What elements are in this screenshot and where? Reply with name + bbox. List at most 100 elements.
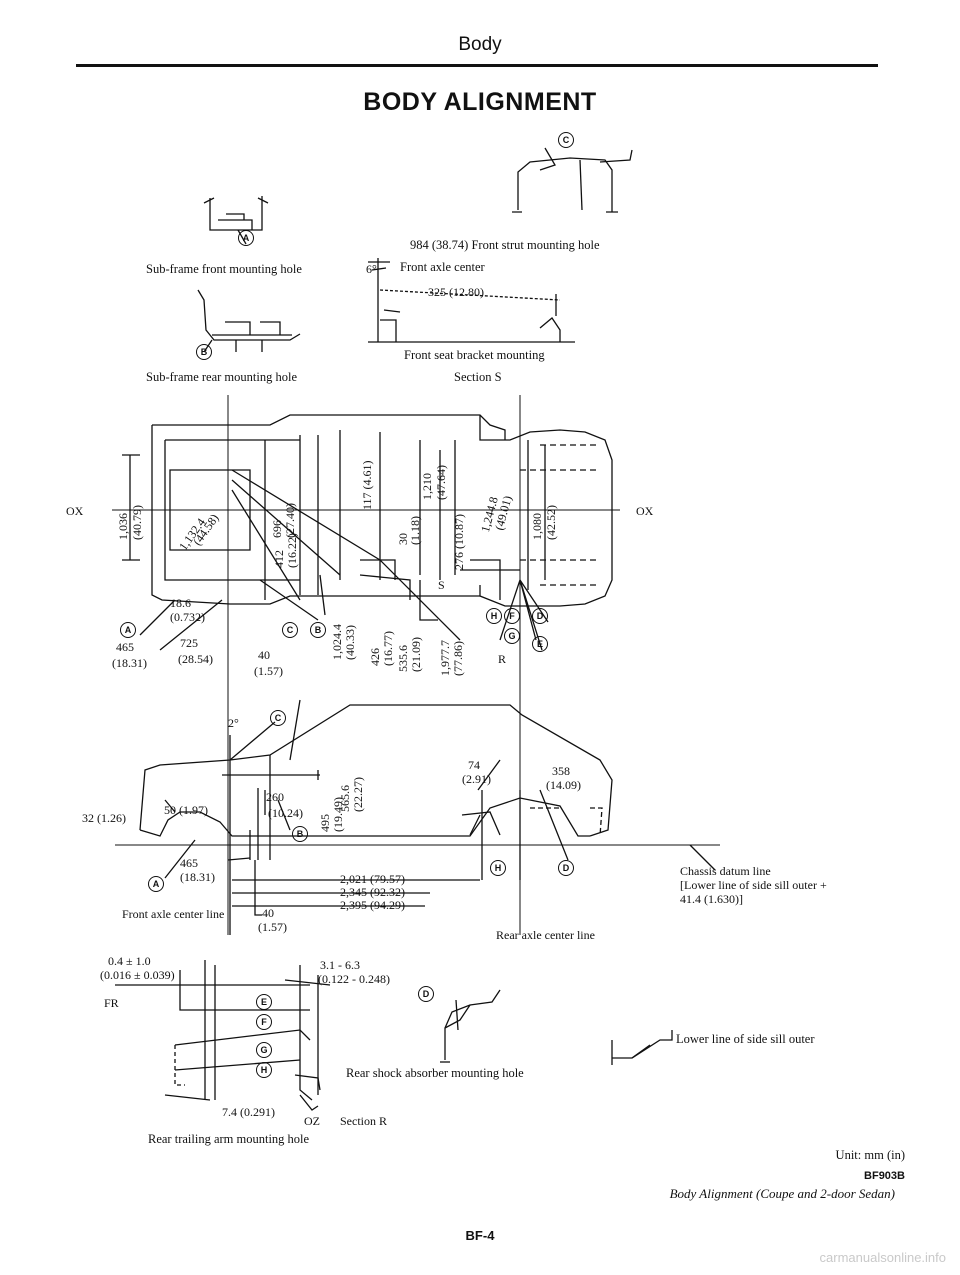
dim-32: 32 (1.26) xyxy=(82,811,126,825)
subframe-front-detail xyxy=(204,196,268,244)
rear-marker-h-icon: H xyxy=(256,1062,272,1078)
dim-18-6-in: (0.732) xyxy=(170,610,205,624)
trailing-dim-right: 3.1 - 6.3 xyxy=(320,958,360,972)
trailing-dim-right-in: (0.122 - 0.248) xyxy=(318,972,390,986)
side-view xyxy=(115,700,720,935)
header-rule xyxy=(76,64,878,67)
side-dim-40: 40 xyxy=(262,906,274,920)
page-number: BF-4 xyxy=(465,1228,495,1243)
section-header: Body xyxy=(458,34,502,55)
marker-c-icon: C xyxy=(558,132,574,148)
chassis-datum-label: Chassis datum line xyxy=(680,864,771,878)
dim-725: 725 xyxy=(180,636,198,650)
plan-marker-h-icon: H xyxy=(486,608,502,624)
watermark: carmanualsonline.info xyxy=(819,1250,946,1265)
trailing-dim-top-in: (0.016 ± 0.039) xyxy=(100,968,175,982)
side-dim-40-in: (1.57) xyxy=(258,920,287,934)
shock-caption: Rear shock absorber mounting hole xyxy=(346,1066,524,1080)
sill-caption: Lower line of side sill outer xyxy=(676,1032,815,1046)
dim-117: 117 (4.61) xyxy=(360,460,374,510)
dim-40-in: (1.57) xyxy=(254,664,283,678)
trailing-dim-bottom: 7.4 (0.291) xyxy=(222,1105,275,1119)
dim-50: 50 (1.97) xyxy=(164,803,208,817)
rear-shock-detail xyxy=(440,990,500,1062)
dim-260: 260 xyxy=(266,790,284,804)
page-title: BODY ALIGNMENT xyxy=(363,88,597,116)
plan-marker-b-icon: B xyxy=(310,622,326,638)
subframe-rear-caption: Sub-frame rear mounting hole xyxy=(146,370,297,384)
dim-1024-in: (40.33) xyxy=(343,625,357,660)
front-axle-angle: 6° xyxy=(366,262,377,276)
figure-code: BF903B xyxy=(864,1170,905,1182)
front-axle-dim: 325 (12.80) xyxy=(428,285,484,299)
front-axle-label: Front axle center xyxy=(400,260,485,274)
dim-1036: 1,036 xyxy=(116,513,130,540)
rear-marker-e-icon: E xyxy=(256,994,272,1010)
dim-358: 358 xyxy=(552,764,570,778)
shock-marker-d-icon: D xyxy=(418,986,434,1002)
chassis-datum-note: [Lower line of side sill outer + 41.4 (1… xyxy=(680,878,827,906)
dim-276: 276 (10.87) xyxy=(452,514,466,570)
dim-18-6: 18.6 xyxy=(170,596,191,610)
rear-marker-f-icon: F xyxy=(256,1014,272,1030)
side-marker-h-icon: H xyxy=(490,860,506,876)
side-marker-c-icon: C xyxy=(270,710,286,726)
plan-marker-g-icon: G xyxy=(504,628,520,644)
plan-marker-f-icon: F xyxy=(504,608,520,624)
rear-axle-line-label: Rear axle center line xyxy=(496,928,595,942)
front-seat-caption: Front seat bracket mounting xyxy=(404,348,545,362)
dim-1210-in: (47.64) xyxy=(434,465,448,500)
rear-trailing-detail xyxy=(115,960,330,1110)
side-dim-465: 465 xyxy=(180,856,198,870)
side-dim-465-in: (18.31) xyxy=(180,870,215,884)
trailing-dim-top: 0.4 ± 1.0 xyxy=(108,954,151,968)
subframe-front-caption: Sub-frame front mounting hole xyxy=(146,262,302,276)
dim-426-in: (16.77) xyxy=(381,631,395,666)
dim-1977-in: (77.86) xyxy=(451,641,465,676)
dim-465-in: (18.31) xyxy=(112,656,147,670)
dim-1036-in: (40.79) xyxy=(130,505,144,540)
section-r-caption: Section R xyxy=(340,1114,387,1128)
unit-label: Unit: mm (in) xyxy=(835,1148,905,1162)
dim-30-in: (1.18) xyxy=(408,516,422,545)
dim-1210: 1,210 xyxy=(420,473,434,500)
dim-74-in: (2.91) xyxy=(462,772,491,786)
dim-412-in: (16.22) xyxy=(285,533,299,568)
ox-right-label: OX xyxy=(636,504,654,518)
section-s-label: S xyxy=(438,578,445,592)
side-angle: 2° xyxy=(228,716,239,730)
figure-caption: Body Alignment (Coupe and 2-door Sedan) xyxy=(669,1186,895,1201)
sill-detail xyxy=(612,1030,672,1065)
dim-74: 74 xyxy=(468,758,480,772)
dim-465: 465 xyxy=(116,640,134,654)
plan-marker-c-icon: C xyxy=(282,622,298,638)
plan-marker-e-icon: E xyxy=(532,636,548,652)
front-axle-line-label: Front axle center line xyxy=(122,907,225,921)
rear-marker-g-icon: G xyxy=(256,1042,272,1058)
front-strut-detail xyxy=(512,148,632,212)
dim-358-in: (14.09) xyxy=(546,778,581,792)
dim-565-in: (22.27) xyxy=(351,777,365,812)
side-marker-a-icon: A xyxy=(148,876,164,892)
front-strut-label: 984 (38.74) Front strut mounting hole xyxy=(410,238,600,252)
ox-left-label: OX xyxy=(66,504,84,518)
dim-2021: 2,021 (79.57) xyxy=(340,872,405,886)
side-marker-b-icon: B xyxy=(292,826,308,842)
fr-label: FR xyxy=(104,996,119,1010)
plan-marker-d-icon: D xyxy=(532,608,548,624)
dim-725-in: (28.54) xyxy=(178,652,213,666)
section-r-label: R xyxy=(498,652,507,666)
marker-a-icon: A xyxy=(238,230,254,246)
section-s-caption: Section S xyxy=(454,370,502,384)
oz-label: OZ xyxy=(304,1114,320,1128)
dim-535-in: (21.09) xyxy=(409,637,423,672)
side-marker-d-icon: D xyxy=(558,860,574,876)
dim-40: 40 xyxy=(258,648,270,662)
dim-1080-in: (42.52) xyxy=(544,505,558,540)
dim-2395: 2,395 (94.29) xyxy=(340,898,405,912)
subframe-rear-detail xyxy=(198,290,300,352)
plan-marker-a-icon: A xyxy=(120,622,136,638)
trailing-caption: Rear trailing arm mounting hole xyxy=(148,1132,310,1146)
dim-2345: 2,345 (92.32) xyxy=(340,885,405,899)
